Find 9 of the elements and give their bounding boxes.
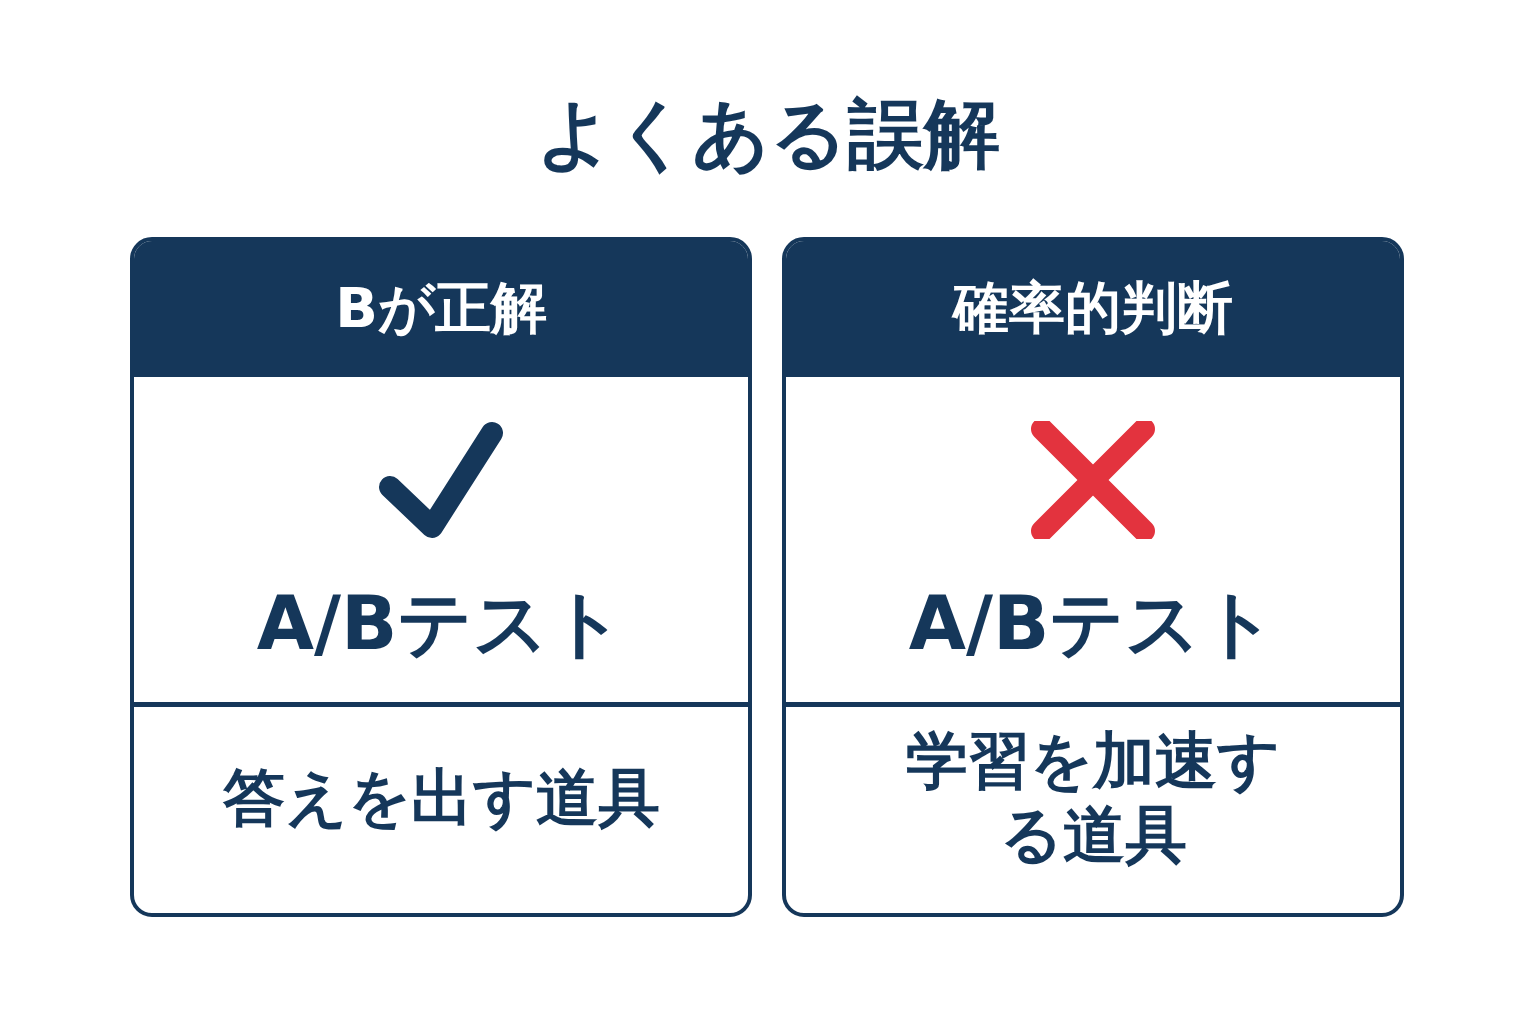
card-header: Bが正解 xyxy=(134,241,748,377)
comparison-card xyxy=(782,237,1404,917)
cell-text: A/Bテスト xyxy=(908,579,1278,668)
comparison-card xyxy=(130,237,752,917)
title: よくある誤解 xyxy=(535,88,1001,180)
text-cell: 学習を加速する道具 xyxy=(786,707,1400,913)
card-header: 確率的判断 xyxy=(786,241,1400,377)
cell-text: A/Bテスト xyxy=(256,579,626,668)
text-cell: 答えを出す道具 xyxy=(134,707,748,913)
